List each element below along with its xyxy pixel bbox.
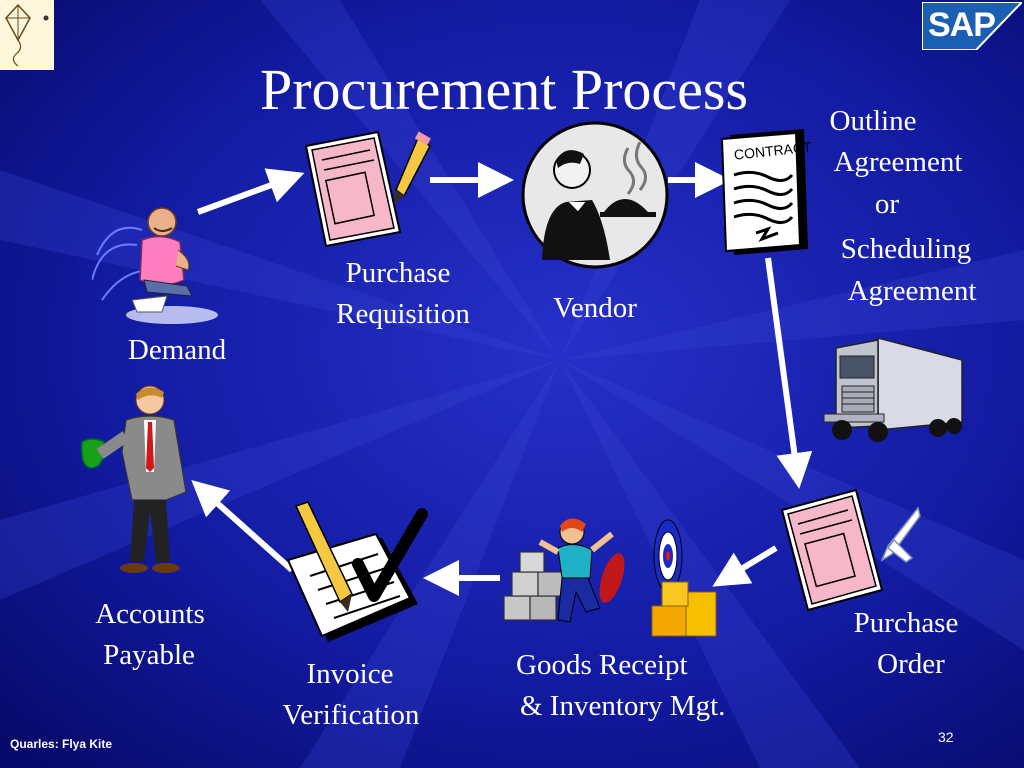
- step-agreement-line4: Scheduling: [840, 233, 972, 265]
- step-agreement-line2: Agreement: [833, 146, 963, 178]
- arrow-order-to-receipt: [712, 545, 778, 587]
- step-purchase-order-line2: Order: [877, 648, 945, 680]
- slide-footer: Quarles: Flya Kite: [10, 737, 113, 751]
- step-agreement-or: or: [874, 188, 900, 220]
- warehouse-worker-icon: [503, 518, 717, 637]
- waiter-icon: [521, 121, 669, 269]
- thinking-man-icon: [92, 207, 218, 324]
- sap-logo: SAP: [921, 1, 1024, 51]
- truck-icon: [823, 337, 963, 442]
- step-agreement-line5: Agreement: [847, 275, 977, 307]
- step-agreement-line1: Outline: [829, 105, 917, 137]
- arrow-demand-to-requisition: [196, 168, 305, 215]
- page-title: Procurement Process: [259, 57, 749, 122]
- step-purchase-requisition-line1: Purchase: [345, 257, 451, 289]
- contract-document-icon: CONTRACT: [720, 129, 812, 255]
- page-number: 32: [938, 729, 954, 745]
- checkmark-document-icon: [286, 501, 428, 642]
- step-purchase-requisition-line2: Requisition: [336, 298, 470, 330]
- document-plane-icon: [780, 488, 921, 612]
- sap-logo-text: SAP: [928, 6, 996, 44]
- step-invoice-verification-line2: Verification: [282, 699, 420, 731]
- step-goods-receipt-line2: & Inventory Mgt.: [520, 690, 726, 722]
- step-vendor-label: Vendor: [553, 292, 637, 324]
- step-purchase-order-line1: Purchase: [853, 607, 959, 639]
- arrow-contract-to-order: [765, 257, 813, 489]
- arrow-invoice-to-payable: [191, 480, 294, 573]
- step-demand-label: Demand: [127, 334, 227, 366]
- step-accounts-payable-line2: Payable: [103, 639, 195, 671]
- document-pencil-icon: [304, 130, 431, 248]
- step-invoice-verification-line1: Invoice: [306, 658, 394, 690]
- step-goods-receipt-line1: Goods Receipt: [516, 649, 688, 681]
- step-accounts-payable-line1: Accounts: [95, 598, 205, 630]
- kite-icon: [0, 0, 54, 70]
- businessman-money-icon: [80, 385, 187, 573]
